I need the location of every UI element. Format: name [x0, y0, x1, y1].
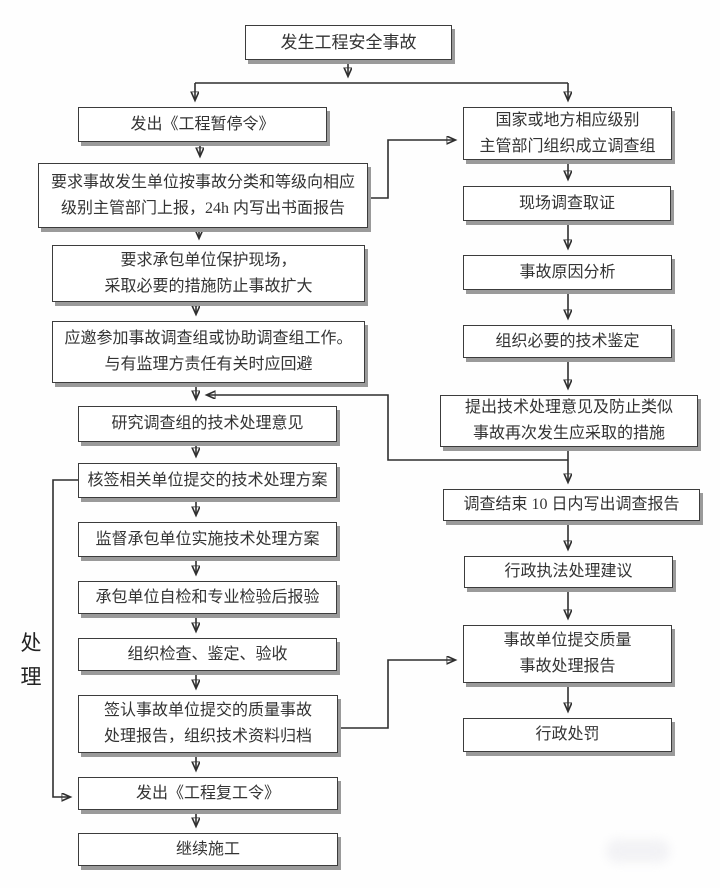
node-report-to-authority: 要求事故发生单位按事故分类和等级向相应 级别主管部门上报，24h 内写出书面报告 — [38, 163, 368, 228]
node-technical-appraisal: 组织必要的技术鉴定 — [463, 325, 672, 358]
node-accident-occurs: 发生工程安全事故 — [245, 25, 452, 60]
node-sign-accident-report-archive: 签认事故单位提交的质量事故 处理报告，组织技术资料归档 — [78, 695, 338, 753]
node-approve-technical-plan: 核签相关单位提交的技术处理方案 — [78, 463, 337, 498]
node-issue-suspension-order: 发出《工程暂停令》 — [78, 107, 327, 142]
node-study-technical-opinions: 研究调查组的技术处理意见 — [78, 406, 337, 442]
node-protect-site: 要求承包单位保护现场， 采取必要的措施防止事故扩大 — [52, 245, 365, 302]
node-cause-analysis: 事故原因分析 — [463, 255, 672, 290]
node-administrative-penalty: 行政处罚 — [463, 718, 672, 752]
connector-l6-l11-bypass — [52, 479, 78, 797]
node-continue-construction: 继续施工 — [78, 833, 338, 866]
node-accident-unit-report: 事故单位提交质量 事故处理报告 — [463, 625, 672, 683]
node-contractor-self-inspection: 承包单位自检和专业检验后报验 — [78, 581, 337, 614]
node-investigation-report: 调查结束 10 日内写出调查报告 — [443, 489, 700, 521]
side-label-handling: 处 理 — [20, 631, 42, 689]
node-authority-investigation-team: 国家或地方相应级别 主管部门组织成立调查组 — [463, 107, 672, 160]
watermark — [606, 839, 670, 863]
connector-l10-r8 — [338, 660, 455, 729]
node-law-enforcement-suggestion: 行政执法处理建议 — [464, 556, 673, 588]
node-site-investigation: 现场调查取证 — [463, 186, 671, 221]
node-propose-measures: 提出技术处理意见及防止类似 事故再次发生应采取的措施 — [440, 395, 698, 447]
node-organize-inspection-acceptance: 组织检查、鉴定、验收 — [78, 638, 337, 671]
node-supervise-implementation: 监督承包单位实施技术处理方案 — [78, 522, 337, 557]
connector-l2-r1 — [368, 140, 455, 199]
node-join-investigation: 应邀参加事故调查组或协助调查组工作。 与有监理方责任有关时应回避 — [52, 321, 365, 383]
node-issue-resume-order: 发出《工程复工令》 — [78, 777, 338, 810]
